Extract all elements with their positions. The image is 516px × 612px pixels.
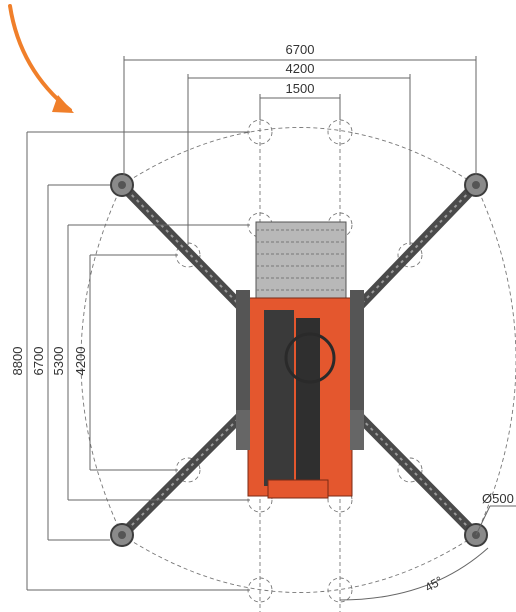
angle-label: 45° (423, 573, 446, 594)
pad-diameter-label: Ø500 (482, 491, 514, 506)
length-dimensions (26, 131, 250, 591)
machine-body (236, 221, 364, 499)
width-outer-label: 6700 (286, 42, 315, 57)
angle-arc (339, 547, 489, 601)
length-outer-label: 8800 (10, 347, 25, 376)
curved-arrow-icon (8, 4, 74, 113)
length-inner-label: 4200 (73, 347, 88, 376)
width-middle-label: 4200 (286, 61, 315, 76)
length-second-label: 6700 (31, 347, 46, 376)
pad-diameter-callout (475, 505, 516, 536)
width-inner-label: 1500 (286, 81, 315, 96)
outrigger-pad-icon (110, 173, 488, 547)
length-third-label: 5300 (51, 347, 66, 376)
width-dimensions (123, 56, 477, 245)
